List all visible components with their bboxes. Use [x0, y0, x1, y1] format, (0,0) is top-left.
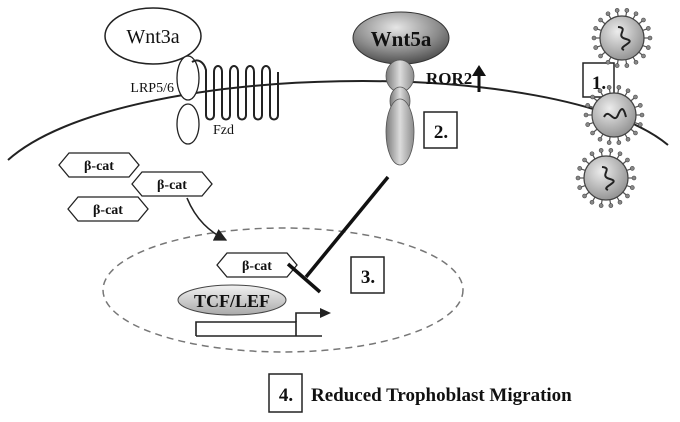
beta-catenin-group: β-cat β-cat β-cat β-cat: [58, 152, 298, 278]
beta-cat-label: β-cat: [157, 178, 187, 193]
step-1-label: 1.: [592, 73, 606, 94]
wnt3a-ligand: Wnt3a: [104, 7, 202, 65]
wnt5a-ligand: Wnt5a: [352, 11, 450, 65]
ror2-label: ROR2: [426, 69, 472, 88]
target-gene: [195, 308, 331, 337]
lrp-label: LRP5/6: [130, 81, 174, 96]
outcome-text: Reduced Trophoblast Migration: [311, 385, 572, 406]
beta-cat-cytoplasm-3: β-cat: [67, 196, 149, 222]
wnt5a-label: Wnt5a: [371, 27, 432, 51]
ror2-receptor: ROR2: [385, 59, 472, 166]
lrp-receptor: LRP5/6: [130, 55, 200, 145]
inhibition-arrow: [286, 175, 390, 294]
up-arrow-icon: [472, 65, 486, 92]
fzd-label: Fzd: [213, 123, 234, 138]
beta-cat-label: β-cat: [242, 259, 272, 274]
beta-cat-label: β-cat: [84, 159, 114, 174]
nucleus: [102, 227, 464, 353]
virus-icon-2: [583, 85, 645, 145]
outcome-row: 4. Reduced Trophoblast Migration: [268, 373, 572, 413]
beta-cat-label: β-cat: [93, 203, 123, 218]
virus-icon-3: [575, 148, 637, 208]
virus-icon-1: [591, 8, 653, 68]
step-2-label: 2.: [434, 122, 448, 143]
virus-particles: [575, 8, 653, 208]
tcf-lef-label: TCF/LEF: [194, 291, 270, 311]
beta-cat-cytoplasm-2: β-cat: [131, 171, 213, 197]
wnt3a-label: Wnt3a: [126, 26, 179, 48]
step-4-box: [268, 373, 303, 413]
step-3-label: 3.: [361, 267, 375, 288]
beta-cat-nucleus: β-cat: [216, 252, 298, 278]
translocation-arrow: [186, 197, 228, 241]
frizzled-receptor: Fzd: [191, 59, 279, 138]
step-3-box: 3.: [350, 256, 385, 294]
cell-membrane: [7, 80, 669, 161]
beta-cat-cytoplasm-1: β-cat: [58, 152, 140, 178]
step-1-box: 1.: [582, 62, 615, 98]
tcf-lef-factor: TCF/LEF: [177, 284, 287, 316]
step-4-label: 4.: [279, 385, 293, 406]
step-2-box: 2.: [423, 111, 458, 149]
